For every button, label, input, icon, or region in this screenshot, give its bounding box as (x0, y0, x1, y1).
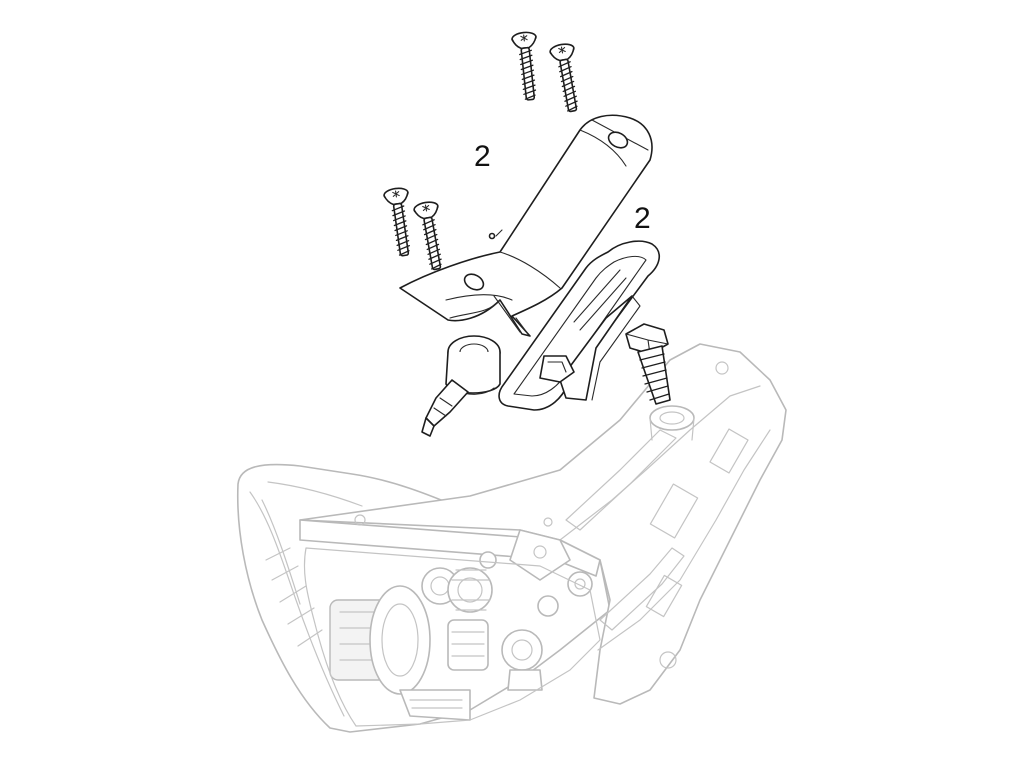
hose-fitting-part (421, 335, 501, 437)
screw-left-2 (412, 199, 450, 272)
base-housing-ghost (236, 343, 787, 733)
upper-cover-part (399, 114, 653, 337)
countersunk-torx-screw-icon (412, 199, 450, 272)
countersunk-torx-screw-icon (510, 30, 544, 102)
screw-top-left (510, 30, 544, 102)
hex-bolt-part (625, 323, 671, 405)
callout-number-cover: 2 (474, 140, 491, 173)
countersunk-torx-screw-icon (548, 41, 586, 114)
internal-mechanism-ghost (329, 514, 593, 721)
countersunk-torx-screw-icon (382, 186, 418, 258)
callout-number-bracket: 2 (634, 202, 651, 235)
screw-left-1 (382, 186, 418, 258)
screw-top-right (548, 41, 586, 114)
lower-bracket-part (498, 240, 660, 411)
